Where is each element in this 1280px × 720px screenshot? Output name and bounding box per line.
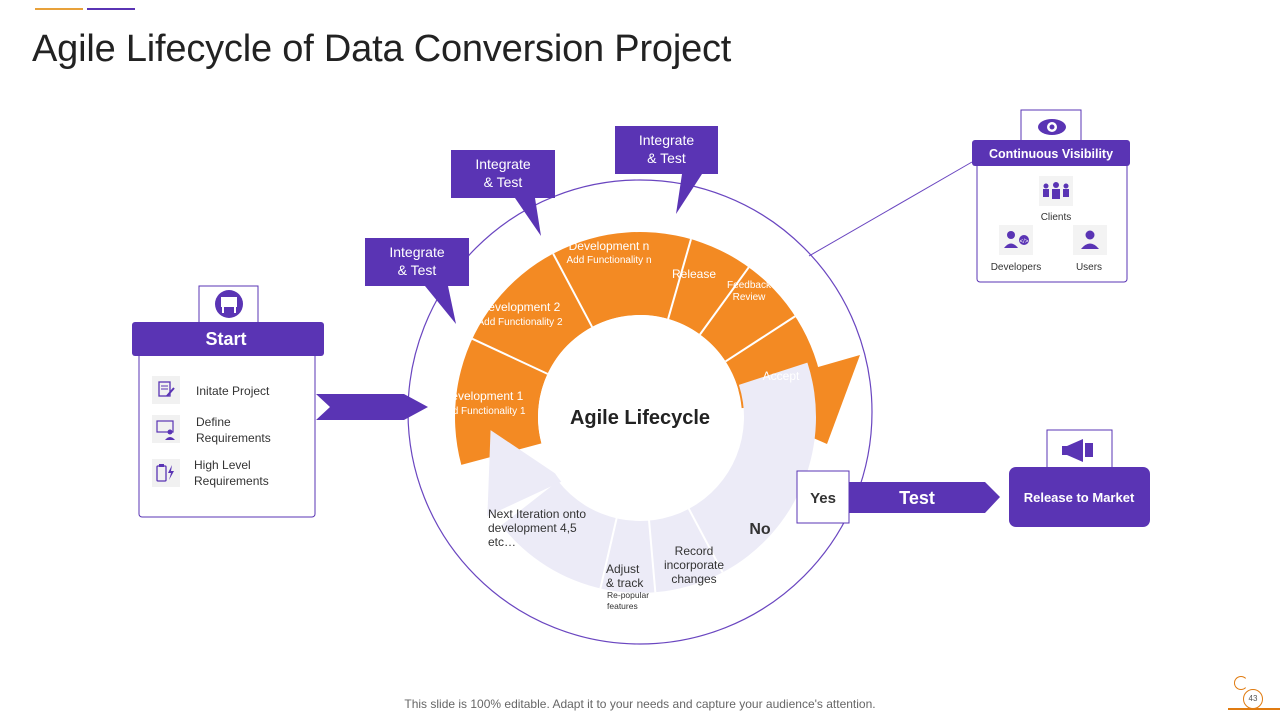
segment-separator <box>687 506 724 573</box>
define-requirements-label: Define Requirements <box>196 415 271 445</box>
group-icon <box>1039 176 1073 206</box>
callout-2-text: Integrate & Test <box>475 156 531 190</box>
no-label: No <box>749 521 771 538</box>
callout-integrate-1: Integrate & Test <box>365 238 469 324</box>
page-corner-line <box>1228 708 1280 710</box>
adjust-track-box: Adjust & track Re-popular features <box>606 562 650 611</box>
clients-label: Clients <box>1041 212 1072 223</box>
megaphone-icon <box>1062 439 1093 462</box>
developer-code-icon: </> <box>999 225 1033 255</box>
segment-separator <box>699 266 750 336</box>
users-label: Users <box>1076 262 1102 273</box>
page-number: 43 <box>1243 689 1263 709</box>
yes-box <box>796 470 850 524</box>
dev2-subtitle: Add Functionality 2 <box>477 317 562 328</box>
callout-integrate-3: Integrate & Test <box>615 126 718 214</box>
top-accent-orange <box>35 8 83 10</box>
segment-separator <box>552 253 593 328</box>
dev2-title: Development 2 <box>480 300 561 314</box>
release-label: Release <box>672 267 716 281</box>
start-header <box>132 322 324 356</box>
start-label: Start <box>205 329 246 349</box>
segment-separator <box>599 516 619 589</box>
next-iteration-box: Next Iteration onto development 4,5 etc… <box>488 507 587 549</box>
callout-integrate-2: Integrate & Test <box>451 150 555 236</box>
dev1-title: Development 1 <box>443 389 524 403</box>
callout-3-text: Integrate & Test <box>638 132 695 166</box>
lavender-arc <box>487 362 816 593</box>
initiate-project-label: Initate Project <box>196 384 270 398</box>
billboard-icon <box>215 290 243 318</box>
test-label: Test <box>899 488 935 508</box>
developers-label: Developers <box>991 262 1042 273</box>
clipboard-lightning-icon <box>152 459 180 487</box>
yes-label: Yes <box>810 490 836 507</box>
segment-separators <box>471 238 796 593</box>
visibility-connector <box>808 161 973 257</box>
release-to-market-label: Release to Market <box>1024 490 1135 505</box>
center-circle <box>538 315 742 519</box>
visibility-section: Continuous Visibility Clients </> Develo… <box>808 109 1130 283</box>
document-edit-icon <box>152 376 180 404</box>
lavender-arrow-tail <box>487 430 565 517</box>
segment-separator <box>724 315 796 363</box>
lavender-ring <box>501 362 816 593</box>
segment-separator <box>647 518 657 593</box>
segment-separator <box>471 337 548 375</box>
callout-1-text: Integrate & Test <box>389 244 445 278</box>
footer-note: This slide is 100% editable. Adapt it to… <box>404 697 876 711</box>
record-changes-box: Record incorporate changes <box>663 544 725 586</box>
visibility-header <box>972 140 1130 166</box>
visibility-title: Continuous Visibility <box>989 147 1113 161</box>
define-req-box: Define Requirements <box>196 415 271 445</box>
segment-separator <box>667 238 692 320</box>
repopular-label: Re-popular features <box>607 590 650 611</box>
presentation-user-icon <box>152 415 180 443</box>
high-level-requirements-label: High Level Requirements <box>194 458 269 488</box>
start-section: Start Initate Project Define Requirement… <box>132 285 324 518</box>
page-title: Agile Lifecycle of Data Conversion Proje… <box>32 28 732 70</box>
devn-title: Development n <box>569 239 650 253</box>
start-arrow <box>316 394 428 420</box>
accept-label: Accept <box>763 369 800 383</box>
feedback-label-box: Feedback Review <box>727 280 771 303</box>
dev1-subtitle: Add Functionality 1 <box>440 406 525 417</box>
page-corner-icon <box>1234 676 1248 690</box>
test-arrow <box>848 482 1000 513</box>
next-iteration-label: Next Iteration onto development 4,5 etc… <box>488 507 587 549</box>
center-label: Agile Lifecycle <box>570 407 710 429</box>
decision-section: Test Yes Release to Market <box>796 429 1150 527</box>
user-icon <box>1073 225 1107 255</box>
feedback-label: Feedback Review <box>727 280 771 303</box>
release-to-market-box <box>1009 467 1150 527</box>
eye-icon <box>1038 119 1066 135</box>
high-level-box: High Level Requirements <box>194 458 269 488</box>
svg-text:</>: </> <box>1020 239 1029 245</box>
devn-subtitle: Add Functionality n <box>566 255 651 266</box>
adjust-track-label: Adjust & track <box>606 562 644 590</box>
top-accent-purple <box>87 8 135 10</box>
record-changes-label: Record incorporate changes <box>663 544 725 586</box>
